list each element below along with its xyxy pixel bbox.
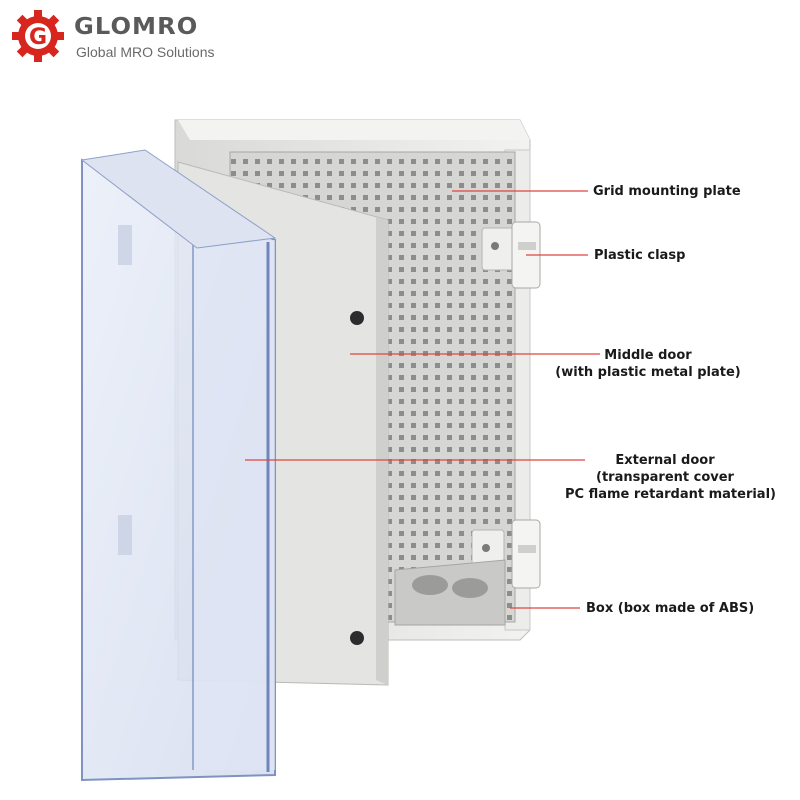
brand-logo-block: G GLOMRO Global MRO Solutions: [10, 8, 230, 64]
external-door: [80, 149, 277, 782]
callout-external-door: External door (transparent cover PC flam…: [565, 452, 776, 503]
callout-external-door-line1: External door: [615, 453, 715, 468]
callout-external-door-line3: PC flame retardant material): [565, 487, 776, 502]
callout-external-door-line2: (transparent cover: [596, 470, 734, 485]
callout-grid-plate: Grid mounting plate: [593, 184, 741, 199]
brand-name: GLOMRO: [74, 14, 199, 40]
cable-gland-plate: [394, 559, 506, 626]
callout-middle-door-line1: Middle door: [604, 348, 692, 363]
callout-box: Box (box made of ABS): [586, 601, 755, 616]
leader-lines: [245, 190, 600, 609]
gear-logo-icon: G: [12, 10, 64, 62]
callout-clasp: Plastic clasp: [594, 248, 686, 263]
callout-middle-door-line2: (with plastic metal plate): [555, 365, 741, 380]
brand-tagline: Global MRO Solutions: [76, 44, 215, 60]
logo-letter: G: [29, 25, 47, 50]
callout-middle-door: Middle door (with plastic metal plate): [553, 347, 743, 381]
